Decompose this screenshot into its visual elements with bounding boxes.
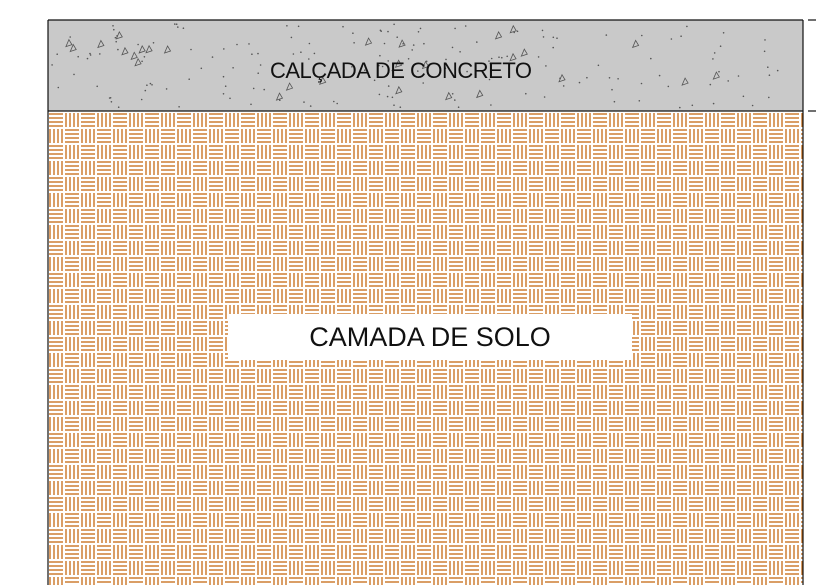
concrete-aggregate xyxy=(51,23,779,109)
soil-layer-label: CAMADA DE SOLO xyxy=(228,314,632,360)
concrete-slab xyxy=(48,20,803,111)
concrete-layer-label: CALÇADA DE CONCRETO xyxy=(270,58,532,83)
